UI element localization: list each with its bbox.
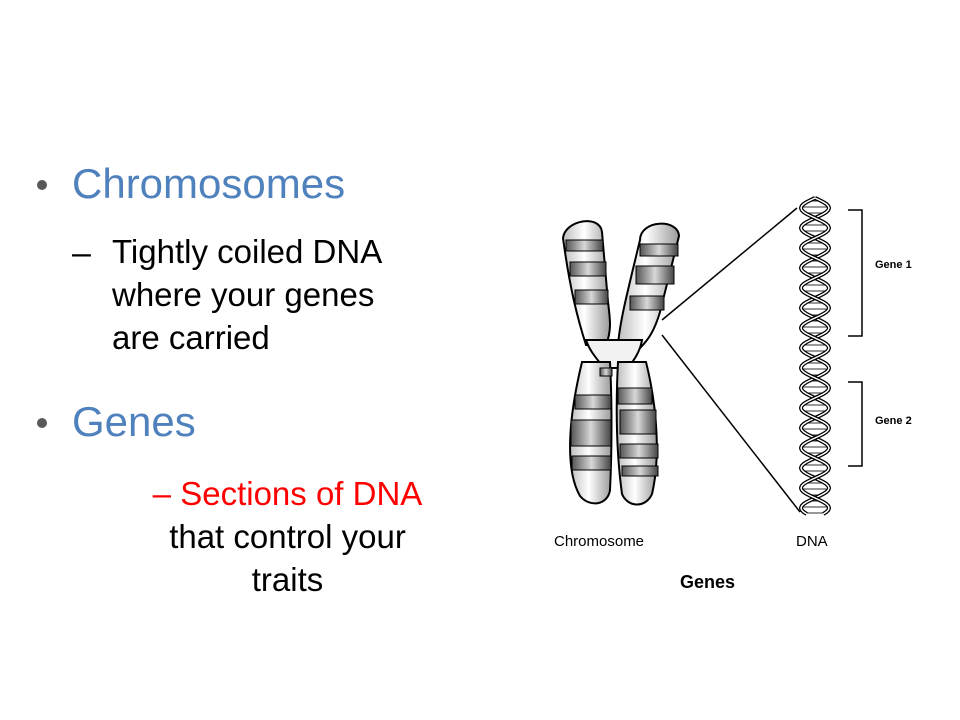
sub-genes: – Sections of DNA that control your trai… [100,472,475,601]
sub-genes-highlight: Sections of DNA [180,475,423,512]
chromosome-dna-diagram: Gene 1 Gene 2 Chromosome DNA Genes [554,196,912,592]
heading-genes: Genes [72,398,196,445]
dash-genes: – [152,475,181,512]
sub-chromosomes-line-1: Tightly coiled DNA [112,233,383,270]
chromosome-bands [565,239,679,477]
heading-chromosomes: Chromosomes [72,160,346,207]
sub-chromosomes-line-2: where your genes [112,276,375,313]
gene2-label: Gene 2 [875,415,912,427]
dna-label: DNA [796,533,828,550]
chromosome-label: Chromosome [554,533,644,550]
diagram-caption: Genes [680,572,735,592]
sub-chromosomes: Tightly coiled DNA where your genes are … [112,230,482,359]
dash-chromosomes: – [72,234,91,272]
chromosome-arm-upper-right [616,222,681,350]
gene-brackets [848,209,863,467]
bullet-dot-chromosomes [37,180,47,190]
gene2-bracket [848,381,863,467]
gene1-label: Gene 1 [875,259,912,271]
chromosome-arm-upper-left [561,220,611,346]
sub-chromosomes-line-3: are carried [112,319,270,356]
dna-strand-1-highlight [800,197,830,515]
zoom-lines [661,207,801,513]
gene1-bracket [848,209,863,337]
sub-genes-line-2: that control your [169,518,406,555]
dna-helix [798,196,832,516]
dna-strand-2-highlight [800,197,830,515]
bullet-dot-genes [37,418,47,428]
sub-genes-line-3: traits [251,561,324,598]
